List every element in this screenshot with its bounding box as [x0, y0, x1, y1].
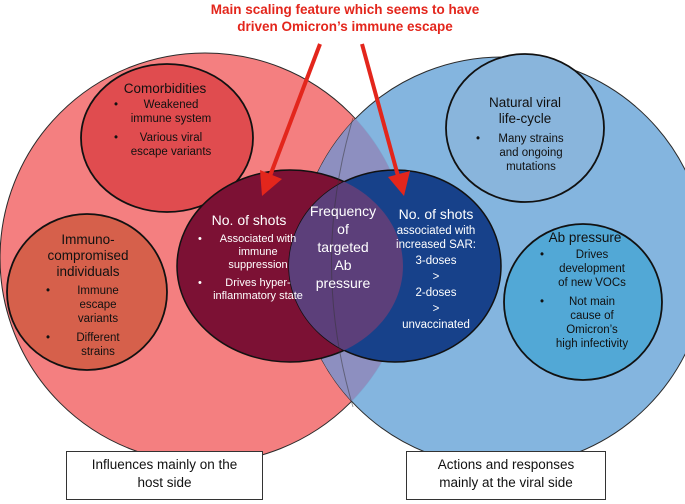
center-line-5: pressure	[315, 275, 371, 291]
immunocompromised-title-1: Immuno-	[61, 232, 115, 247]
immunocompromised-title-2: compromised	[47, 248, 129, 263]
natural-cycle-list: Many strains and ongoing mutations	[476, 132, 572, 179]
shots-viral-line-2: increased SAR:	[396, 239, 476, 251]
viral-side-box: Actions and responses mainly at the vira…	[406, 451, 606, 500]
shots-viral-line-1: associated with	[396, 225, 476, 237]
center-line-4: Ab	[334, 257, 352, 273]
immunocompromised-title-3: individuals	[56, 264, 120, 279]
viral-side-box-line-1: Actions and responses	[437, 457, 575, 472]
shots-viral-line-4: >	[432, 271, 440, 283]
host-side-box-line-1: Influences mainly on the	[91, 457, 238, 472]
host-side-box-line-2: host side	[137, 475, 192, 490]
list-item: Drives hyper-inflammatory state	[198, 277, 304, 303]
host-side-box: Influences mainly on the host side	[66, 451, 263, 500]
center-lens-outline	[331, 117, 354, 408]
ab-pressure-list: Drives development of new VOCs Not main …	[540, 248, 630, 356]
list-item: Associated with immune suppression	[198, 233, 304, 272]
natural-cycle-title-1: Natural viral	[488, 95, 562, 110]
center-line-1: Frequency	[309, 203, 377, 219]
comorbidities-title: Comorbidities	[123, 81, 207, 96]
list-item: Drives development of new VOCs	[540, 248, 630, 290]
shots-overlap	[289, 170, 403, 362]
center-line-3: targeted	[317, 239, 369, 255]
viral-side-box-line-2: mainly at the viral side	[439, 475, 573, 490]
shots-viral-line-6: >	[432, 303, 440, 315]
shots-host-list: Associated with immune suppression Drive…	[198, 233, 304, 308]
natural-cycle-title-2: life-cycle	[498, 111, 552, 126]
header-line-2: driven Omicron’s immune escape	[237, 19, 453, 34]
shots-viral-line-7: unvaccinated	[402, 319, 470, 331]
list-item: Not main cause of Omicron’s high infecti…	[540, 295, 630, 351]
center-line-2: of	[337, 221, 349, 237]
natural-cycle-circle	[445, 53, 605, 203]
list-item: Weakened immune system	[114, 98, 214, 126]
arrow-left	[260, 43, 322, 196]
list-item: Immune escape variants	[46, 284, 136, 326]
immunocompromised-list: Immune escape variants Different strains	[46, 284, 136, 364]
list-item: Different strains	[46, 331, 136, 359]
list-item: Various viral escape variants	[114, 131, 214, 159]
header-line-1: Main scaling feature which seems to have	[210, 2, 480, 17]
list-item: Many strains and ongoing mutations	[476, 132, 572, 174]
arrow-right	[360, 43, 410, 196]
comorbidities-list: Weakened immune system Various viral esc…	[114, 98, 214, 164]
shots-viral-line-3: 3-doses	[415, 255, 457, 267]
shots-viral-line-5: 2-doses	[415, 287, 457, 299]
shots-viral-title: No. of shots	[398, 206, 474, 222]
ab-pressure-title: Ab pressure	[548, 230, 622, 245]
shots-host-title: No. of shots	[211, 212, 287, 228]
